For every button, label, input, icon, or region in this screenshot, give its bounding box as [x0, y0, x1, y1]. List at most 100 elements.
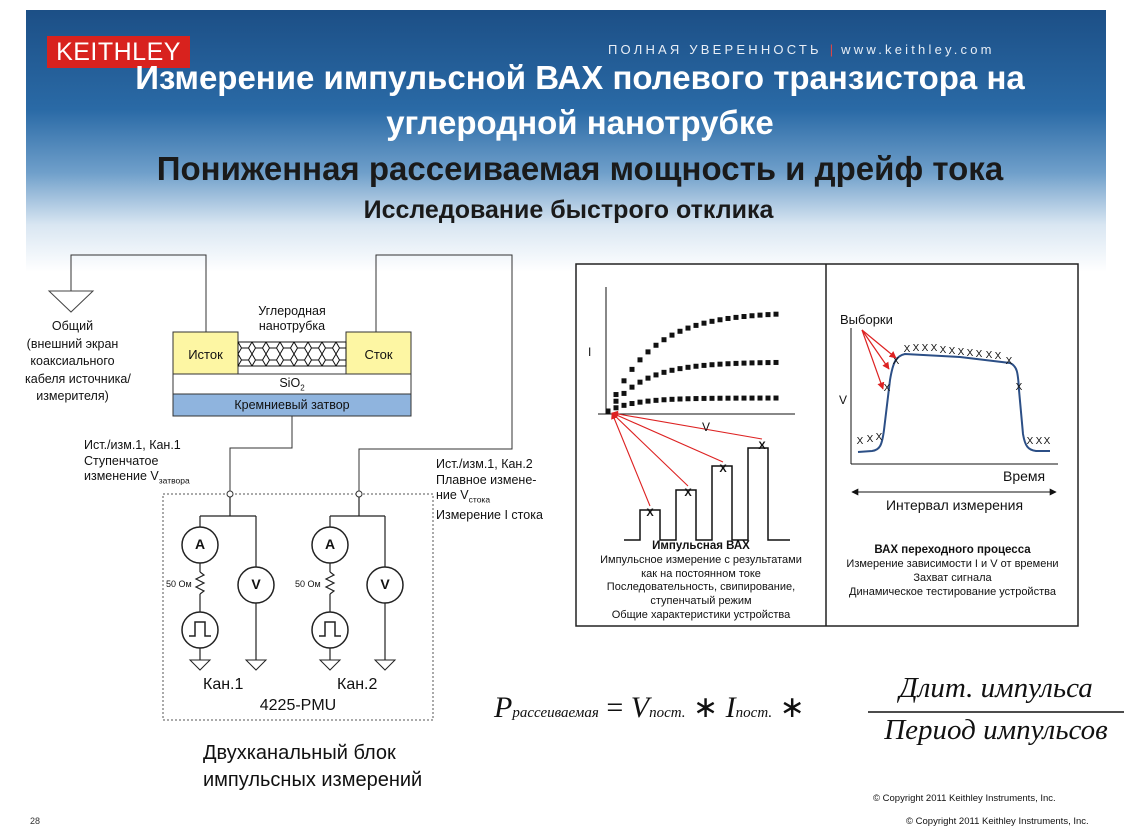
formula-p-sub: рассеиваемая — [512, 705, 599, 721]
iv-caption-line-5: ступенчатый режим — [650, 595, 752, 608]
nanotube-label-line-1: Углеродная — [258, 304, 326, 318]
drain-wire — [358, 254, 513, 493]
iv-point-0-7 — [661, 337, 667, 343]
transient-marker-13: X — [976, 349, 983, 360]
transient-marker-3: X — [884, 383, 891, 394]
nanotube-label-line-2: нанотрубка — [258, 319, 326, 333]
ch2-resistor-label: 50 Ом — [295, 579, 321, 589]
iv-caption-line-3: как на постоянном токе — [641, 567, 761, 580]
ch1-desc-line-3-text: изменение V — [84, 469, 159, 483]
transient-x-label: Время — [1003, 468, 1046, 484]
samples-arrow-2 — [861, 329, 885, 390]
formula-v-sub: пост. — [649, 705, 686, 721]
transient-marker-9: X — [940, 345, 947, 356]
ch1-ground-v — [244, 659, 268, 671]
iv-caption-line-6: Общие характеристики устройства — [611, 608, 791, 621]
iv-point-0-1 — [613, 392, 619, 398]
ch1-ground-a — [188, 659, 212, 671]
transient-marker-2: X — [876, 432, 883, 443]
transient-marker-8: X — [931, 343, 938, 354]
ch2-desc-sub: стока — [468, 494, 491, 505]
iv-caption-line-4: Последовательность, свипирование, — [606, 581, 796, 594]
iv-y-label: I — [588, 345, 592, 359]
pulse-marker-2: X — [719, 463, 727, 475]
iv-point-1-2 — [621, 390, 627, 396]
power-formula: Pрассеиваемая = Vпост. ∗ Iпост. ∗ — [494, 690, 805, 725]
ch1-terminal — [226, 490, 234, 498]
iv-point-2-21 — [773, 395, 779, 401]
ch2-name: Кан.2 — [337, 676, 378, 693]
samples-arrow-1 — [861, 329, 890, 370]
iv-point-1-14 — [717, 361, 723, 367]
iv-point-2-15 — [725, 395, 731, 401]
iv-point-0-20 — [765, 312, 771, 318]
channel-1-circuit — [194, 497, 257, 660]
ch2-desc-line-3: ние Vстока — [436, 488, 543, 508]
transient-waveform — [857, 352, 1050, 453]
iv-point-0-15 — [725, 315, 731, 321]
iv-point-2-5 — [645, 398, 651, 404]
gate-label: Кремниевый затвор — [234, 398, 350, 412]
iv-point-0-11 — [693, 322, 699, 328]
nanotube-label: Углеродная нанотрубка — [240, 304, 344, 334]
iv-point-0-18 — [749, 313, 755, 319]
iv-point-2-16 — [733, 395, 739, 401]
samples-arrow-3 — [861, 329, 897, 359]
iv-point-0-5 — [645, 349, 651, 355]
iv-point-2-3 — [629, 401, 635, 407]
iv-point-2-8 — [669, 396, 675, 402]
ch2-voltmeter — [366, 566, 404, 604]
samples-label: Выборки — [840, 312, 893, 327]
copyright-upper: © Copyright 2011 Keithley Instruments, I… — [873, 793, 1056, 804]
keithley-logo: KEITHLEY — [47, 36, 190, 68]
ch1-pulse-source — [181, 611, 219, 649]
ground-label-line-2: (внешний экран — [26, 336, 119, 351]
transient-marker-5: X — [904, 344, 911, 355]
pulse-marker-3: X — [758, 440, 766, 452]
ch1-desc-line-1: Ист./изм.1, Кан.1 — [84, 438, 181, 452]
title-line-3: Пониженная рассеиваемая мощность и дрейф… — [156, 150, 1004, 187]
oxide-label: SiO2 — [173, 376, 411, 393]
iv-point-0-21 — [773, 311, 779, 317]
iv-point-2-19 — [757, 395, 763, 401]
iv-point-2-9 — [677, 396, 683, 402]
pulse-marker-0: X — [646, 507, 654, 519]
ch2-terminal — [355, 490, 363, 498]
ground-label-line-5: измерителя) — [36, 389, 109, 403]
iv-arrow-1 — [611, 412, 689, 487]
ch2-ground-a — [318, 659, 342, 671]
iv-point-0-14 — [717, 317, 723, 323]
formula-i-sub: пост. — [735, 705, 773, 721]
iv-point-2-1 — [613, 405, 619, 411]
iv-point-1-1 — [613, 398, 619, 404]
iv-caption-line-2: Импульсное измерение с результатами — [600, 553, 802, 566]
transient-marker-7: X — [922, 343, 929, 354]
iv-point-1-18 — [749, 360, 755, 366]
title-line-1: Измерение импульсной ВАХ полевого транзи… — [135, 59, 1025, 96]
iv-point-0-4 — [637, 357, 643, 363]
iv-point-2-14 — [717, 395, 723, 401]
gate-wire — [229, 416, 293, 493]
iv-point-2-17 — [741, 395, 747, 401]
iv-point-1-10 — [685, 364, 691, 370]
iv-point-2-6 — [653, 397, 659, 403]
tagline-separator: | — [829, 42, 834, 57]
transient-marker-11: X — [958, 347, 965, 358]
header-banner — [26, 10, 1106, 272]
iv-point-1-5 — [645, 375, 651, 381]
iv-point-1-20 — [765, 360, 771, 366]
ch2-description: Ист./изм.1, Кан.2 Плавное измене- ние Vс… — [436, 457, 543, 524]
transient-marker-19: X — [1036, 436, 1043, 447]
iv-caption-title: Импульсная ВАХ — [652, 540, 750, 552]
title-line-4: Исследование быстрого отклика — [363, 196, 774, 224]
ch2-desc-line-2: Плавное измене- — [436, 472, 537, 487]
transient-marker-16: X — [1006, 356, 1013, 367]
iv-point-0-9 — [677, 328, 683, 334]
iv-point-1-17 — [741, 360, 747, 366]
formula-v: V — [630, 691, 650, 724]
transient-marker-1: X — [867, 434, 874, 445]
iv-point-0-10 — [685, 325, 691, 331]
tagline-url[interactable]: www.keithley.com — [841, 42, 995, 57]
